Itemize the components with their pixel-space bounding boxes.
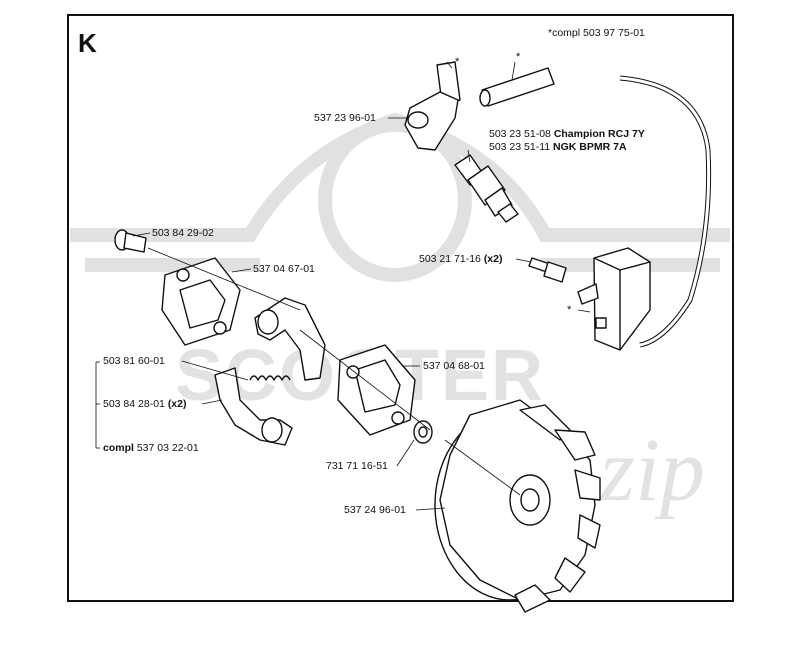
clutch-plate	[161, 257, 241, 346]
coil-screw	[528, 257, 567, 283]
clutch-shoe-lower	[214, 367, 293, 446]
label-clutch-compl: compl 537 03 22-01	[103, 442, 199, 454]
label-spring: 503 81 60-01	[103, 355, 165, 367]
plug-a-name: Champion RCJ 7Y	[553, 128, 645, 140]
flywheel	[434, 399, 601, 613]
label-coil-screw: 503 21 71-16 (x2)	[419, 253, 503, 265]
star-module: *	[567, 304, 572, 316]
coil-screw-number: 503 21 71-16	[419, 253, 481, 265]
label-plate: 537 04 67-01	[253, 263, 315, 275]
label-washer-plate: 537 04 68-01	[423, 360, 485, 372]
boot-tube	[479, 67, 555, 107]
washer-plate	[337, 344, 416, 436]
shoe-screw-qty: (x2)	[167, 398, 187, 410]
clutch-shoe-upper	[254, 297, 326, 381]
spark-plug-boot	[404, 61, 461, 151]
ignition-module	[577, 247, 651, 351]
label-flywheel: 537 24 96-01	[344, 504, 406, 516]
label-washer: 731 71 16-51	[326, 460, 388, 472]
label-plug-b: 503 23 51-11 NGK BPMR 7A	[489, 141, 627, 153]
label-screw: 503 84 29-02	[152, 227, 214, 239]
star-boot: *	[455, 56, 460, 68]
clutch-compl-number: 537 03 22-01	[136, 442, 199, 454]
plate-screw	[114, 229, 147, 253]
plug-b-number: 503 23 51-11	[489, 141, 551, 153]
label-plug-a: 503 23 51-08 Champion RCJ 7Y	[489, 128, 645, 140]
clutch-spring	[249, 375, 291, 381]
spark-plug	[454, 154, 519, 223]
star-tube: *	[516, 51, 521, 63]
shoe-screw-number: 503 84 28-01	[103, 398, 165, 410]
label-shoe-screw: 503 84 28-01 (x2)	[103, 398, 187, 410]
small-washer	[413, 420, 433, 444]
coil-screw-qty: (x2)	[483, 253, 503, 265]
watermark-logo	[70, 112, 730, 282]
clutch-compl-word: compl	[103, 442, 134, 454]
section-letter: K	[78, 28, 97, 58]
top-note: *compl 503 97 75-01	[548, 27, 645, 39]
plug-b-name: NGK BPMR 7A	[553, 141, 627, 153]
watermark-script: zip	[598, 421, 705, 520]
plug-a-number: 503 23 51-08	[489, 128, 551, 140]
label-boot: 537 23 96-01	[314, 112, 376, 124]
